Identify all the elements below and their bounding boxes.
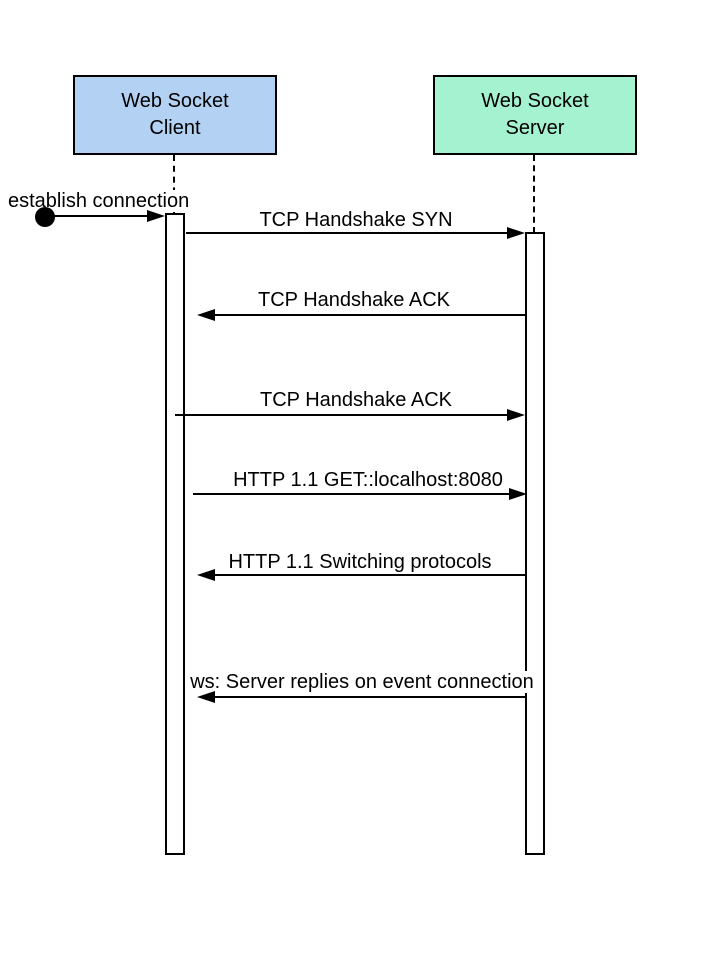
message-line	[186, 232, 507, 234]
message-line	[175, 414, 507, 416]
message-line	[193, 493, 509, 495]
arrowhead-right-icon	[509, 488, 527, 500]
message-line	[50, 215, 147, 217]
message-line	[215, 574, 527, 576]
arrowhead-right-icon	[147, 210, 165, 222]
arrowhead-left-icon	[197, 309, 215, 321]
client-lifeline	[173, 155, 175, 215]
message-label: TCP Handshake SYN	[257, 209, 455, 231]
actor-client-title-line1: Web Socket	[121, 90, 229, 112]
arrowhead-right-icon	[507, 409, 525, 421]
actor-client-title-line2: Client	[149, 117, 201, 139]
message-line	[215, 696, 527, 698]
server-activation-bar	[525, 232, 545, 855]
server-lifeline	[533, 155, 535, 233]
message-label: establish connection	[6, 190, 192, 212]
arrowhead-right-icon	[507, 227, 525, 239]
found-message-circle-icon	[35, 207, 55, 227]
message-label: TCP Handshake ACK	[256, 289, 452, 311]
actor-client-box: Web Socket Client	[73, 75, 277, 155]
message-label: TCP Handshake ACK	[258, 389, 454, 411]
message-label: ws: Server replies on event connection	[188, 671, 536, 693]
message-label: HTTP 1.1 Switching protocols	[226, 551, 494, 573]
arrowhead-left-icon	[197, 569, 215, 581]
message-line	[215, 314, 525, 316]
message-label: HTTP 1.1 GET::localhost:8080	[231, 469, 505, 491]
client-activation-bar	[165, 213, 185, 855]
actor-server-box: Web Socket Server	[433, 75, 637, 155]
arrowhead-left-icon	[197, 691, 215, 703]
actor-server-title-line2: Server	[505, 117, 565, 139]
actor-server-title-line1: Web Socket	[481, 90, 589, 112]
